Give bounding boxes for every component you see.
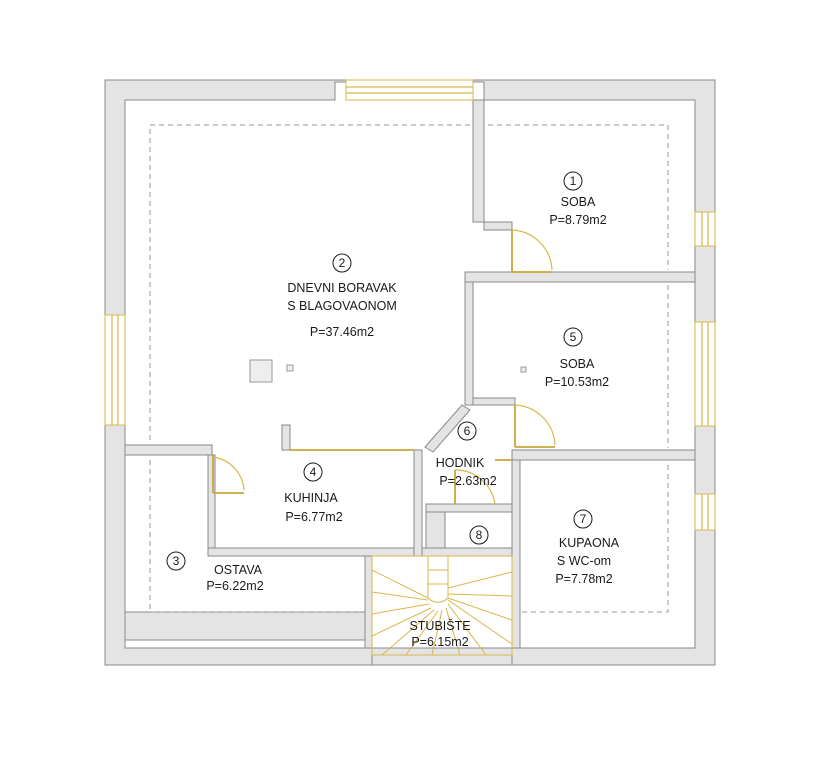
wall-room5-left [464, 281, 474, 406]
window-right-room1 [694, 211, 716, 247]
room-name: STUBIŠTE [409, 618, 470, 633]
wall-stair-top [421, 547, 513, 557]
room-number-badge [457, 421, 477, 441]
room-number: 3 [173, 554, 180, 568]
room-area: P=10.53m2 [545, 375, 609, 389]
room-area: P=6.77m2 [285, 510, 342, 524]
room2-outline [149, 124, 470, 440]
wall-kitchen-left [207, 454, 216, 556]
room1-outline [488, 124, 669, 270]
room-number: 1 [570, 174, 577, 188]
wall-pantry-right [364, 555, 373, 649]
room-area: P=37.46m2 [310, 325, 374, 339]
window-top [345, 79, 474, 101]
wall-room7-left [511, 459, 521, 649]
room-name: HODNIK [436, 456, 485, 470]
room-number: 2 [339, 256, 346, 270]
room-name-line2: S BLAGOVAONOM [287, 299, 397, 313]
wall-kitchen-bottom [207, 547, 423, 557]
room-number-badge [469, 525, 489, 545]
room-number: 5 [570, 330, 577, 344]
room-number: 8 [476, 528, 483, 542]
window-right-room5 [694, 321, 716, 427]
door-bathroom[interactable] [454, 459, 512, 505]
wall-room5-bottom-left [472, 397, 516, 406]
door-pantry[interactable] [212, 455, 245, 494]
room-area: P=6.15m2 [411, 635, 468, 649]
chimney [249, 359, 273, 383]
room-area: P=2.63m2 [439, 474, 496, 488]
column-small [286, 364, 294, 372]
wall-kitchen-top-right [281, 424, 291, 451]
wall-room5-bottom [511, 449, 696, 461]
room3-outline [149, 460, 360, 613]
room-area: P=6.22m2 [206, 579, 263, 593]
room-number-badge [166, 551, 186, 571]
door-room5[interactable] [514, 404, 556, 448]
room7-outline [522, 462, 669, 613]
window-right-room7 [694, 493, 716, 531]
room-number: 6 [464, 424, 471, 438]
room-name: SOBA [560, 357, 595, 371]
column-small-room5 [520, 366, 527, 373]
room-name-line2: S WC-om [557, 554, 611, 568]
room-number-badge [332, 253, 352, 273]
room-name: KUHINJA [284, 491, 338, 505]
room-name: KUPAONA [559, 536, 620, 550]
wall-kitchen-right [413, 449, 423, 557]
door-room1[interactable] [511, 229, 553, 273]
wall-living-kitchen [124, 444, 213, 456]
room-number-badge [573, 509, 593, 529]
room-number: 4 [310, 465, 317, 479]
room-name: SOBA [561, 195, 596, 209]
room-number-badge [303, 462, 323, 482]
room-area: P=8.79m2 [549, 213, 606, 227]
wall-small-room8-left [425, 511, 446, 549]
staircase [371, 555, 513, 656]
window-left [104, 314, 126, 426]
room-number-badge [563, 171, 583, 191]
room-name: DNEVNI BORAVAK [287, 281, 397, 295]
wall-room1-bottom-left [483, 221, 513, 231]
wall-room1-left [472, 99, 485, 223]
wall-stair-bottom [371, 654, 513, 666]
wall-room1-bottom [464, 271, 696, 283]
wall-hall-diagonal [424, 404, 471, 453]
wall-small-room8-top [425, 503, 513, 513]
wall-pantry-bottom [124, 611, 366, 641]
room-area: P=7.78m2 [555, 572, 612, 586]
room-number-badge [563, 327, 583, 347]
room-name: OSTAVA [214, 563, 263, 577]
room-number: 7 [580, 512, 587, 526]
exterior-wall [104, 79, 716, 666]
